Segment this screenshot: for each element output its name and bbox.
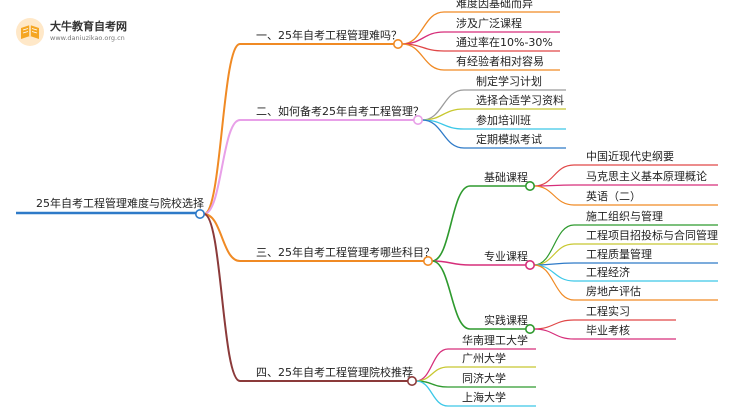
sub-leaf-2-2[interactable]: 工程项目招投标与合同管理	[586, 228, 718, 242]
branch-2-label[interactable]: 二、如何备考25年自考工程管理？	[256, 104, 424, 118]
subgroup-3-knob[interactable]	[524, 323, 535, 334]
leaf-2-3[interactable]: 参加培训班	[476, 113, 531, 127]
root-expand-knob[interactable]	[195, 209, 206, 220]
leaf-4-2[interactable]: 广州大学	[462, 351, 506, 365]
sub-leaf-link-2-4	[533, 264, 575, 282]
leaf-1-4[interactable]: 有经验者相对容易	[456, 54, 544, 68]
book-logo-icon	[16, 18, 44, 46]
leaf-link-1-1	[401, 11, 445, 45]
leaf-2-2[interactable]: 选择合适学习资料	[476, 93, 564, 107]
subgroup-2-knob[interactable]	[524, 259, 535, 270]
sub-leaf-link-2-2	[533, 243, 575, 266]
leaf-1-2[interactable]: 涉及广泛课程	[456, 16, 522, 30]
leaf-1-1[interactable]: 难度因基础而异	[456, 0, 533, 10]
sub-link-3	[431, 260, 471, 330]
sub-leaf-1-1[interactable]: 中国近现代史纲要	[586, 150, 674, 163]
sub-leaf-link-2-1	[533, 224, 575, 266]
logo: 大牛教育自考网 www.daniuzikao.org.cn	[8, 14, 148, 50]
branch-1-label[interactable]: 一、25年自考工程管理难吗？	[256, 28, 402, 42]
mindmap-nodes: 25年自考工程管理难度与院校选择 一、25年自考工程管理难吗？ 难度因基础而异涉及广…	[36, 0, 718, 404]
branch-link-3	[203, 213, 241, 262]
sub-leaf-link-3-2	[533, 328, 575, 340]
branch-4-label[interactable]: 四、25年自考工程管理院校推荐	[256, 365, 413, 379]
sub-leaf-2-3[interactable]: 工程质量管理	[586, 247, 652, 261]
logo-url: www.daniuzikao.org.cn	[50, 34, 125, 42]
sub-leaf-3-2[interactable]: 毕业考核	[586, 323, 630, 337]
sub-leaf-link-2-5	[533, 264, 575, 301]
subgroup-2-label[interactable]: 专业课程	[484, 249, 528, 263]
sub-leaf-1-3[interactable]: 英语（二）	[586, 189, 641, 203]
leaf-link-1-4	[401, 43, 445, 71]
branch-3-knob[interactable]	[422, 255, 433, 266]
branch-link-2	[203, 119, 241, 215]
subgroup-1-knob[interactable]	[524, 181, 535, 192]
sub-leaf-2-5[interactable]: 房地产评估	[586, 284, 641, 298]
branch-3-label[interactable]: 三、25年自考工程管理考哪些科目？	[256, 245, 435, 259]
sub-link-2	[431, 260, 471, 266]
sub-link-1	[431, 185, 471, 262]
leaf-link-2-4	[421, 119, 465, 149]
sub-leaf-2-1[interactable]: 施工组织与管理	[586, 209, 663, 223]
leaf-1-3[interactable]: 通过率在10%-30%	[456, 35, 553, 49]
root-node[interactable]: 25年自考工程管理难度与院校选择	[36, 196, 204, 210]
sub-leaf-link-1-3	[533, 185, 575, 206]
subgroup-1-label[interactable]: 基础课程	[484, 171, 528, 184]
logo-title: 大牛教育自考网	[50, 20, 127, 33]
branch-link-1	[203, 43, 241, 215]
leaf-2-1[interactable]: 制定学习计划	[476, 74, 542, 88]
leaf-link-4-1	[415, 348, 449, 382]
leaf-4-4[interactable]: 上海大学	[462, 390, 506, 404]
leaf-2-4[interactable]: 定期模拟考试	[476, 132, 542, 146]
leaf-link-2-1	[421, 89, 465, 121]
sub-leaf-link-3-1	[533, 319, 575, 330]
branch-1-knob[interactable]	[392, 38, 403, 49]
leaf-link-4-4	[415, 380, 449, 407]
branch-4-knob[interactable]	[406, 375, 417, 386]
mindmap-links	[16, 11, 718, 407]
subgroup-3-label[interactable]: 实践课程	[484, 313, 528, 327]
branch-2-knob[interactable]	[412, 115, 423, 126]
leaf-4-3[interactable]: 同济大学	[462, 371, 506, 385]
sub-leaf-3-1[interactable]: 工程实习	[586, 304, 630, 318]
leaf-4-1[interactable]: 华南理工大学	[462, 333, 528, 347]
branch-link-4	[203, 213, 241, 382]
sub-leaf-2-4[interactable]: 工程经济	[586, 265, 630, 279]
leaf-link-4-2	[415, 366, 449, 382]
sub-leaf-1-2[interactable]: 马克思主义基本原理概论	[586, 169, 707, 183]
sub-leaf-link-1-1	[533, 164, 575, 187]
